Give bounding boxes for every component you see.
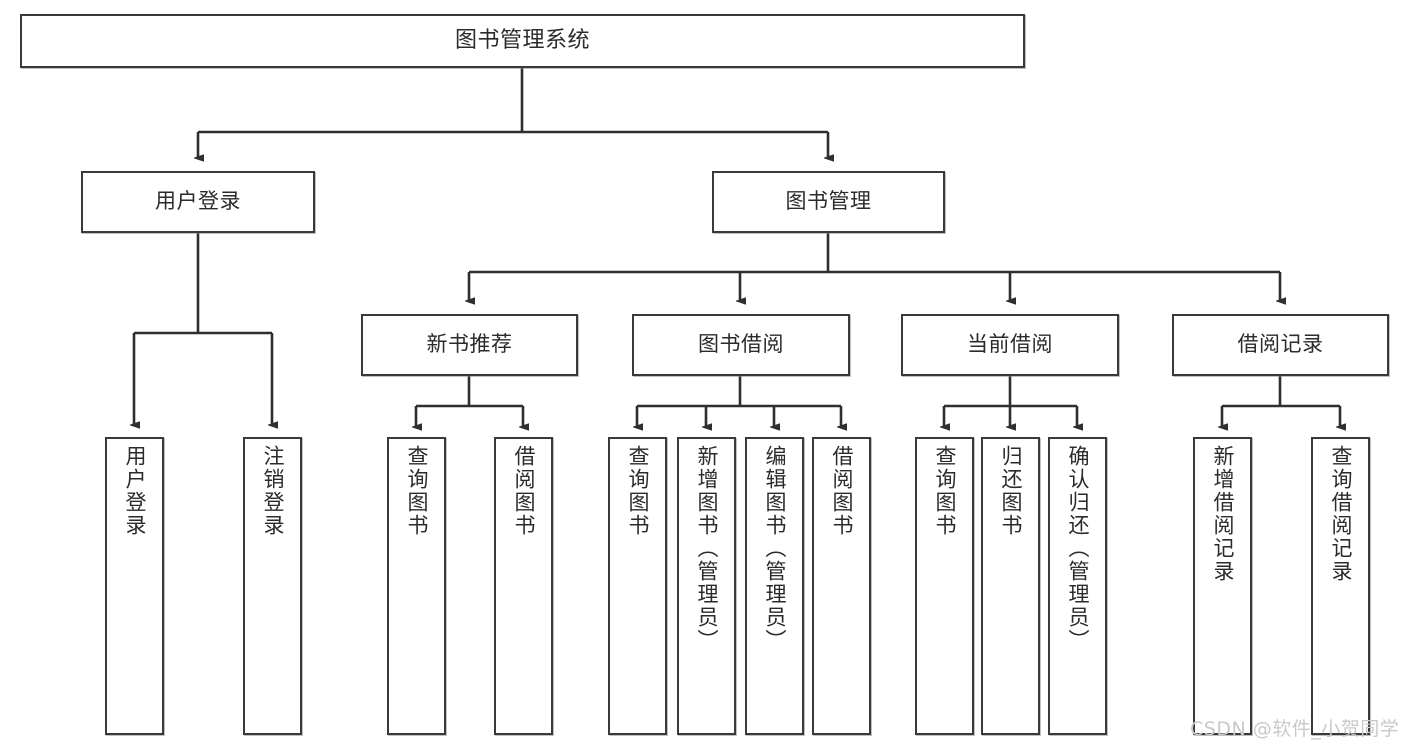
leaf-user-logout[interactable]: 注销登录 (243, 437, 302, 735)
node-book-management[interactable]: 图书管理 (712, 171, 945, 233)
leaf-query-record[interactable]: 查询借阅记录 (1311, 437, 1370, 735)
leaf-confirm-return-label: 确认归还（管理员） (1066, 445, 1091, 652)
leaf-edit-book-label: 编辑图书（管理员） (763, 445, 788, 652)
leaf-borrow-book-1[interactable]: 借阅图书 (494, 437, 553, 735)
leaf-add-book[interactable]: 新增图书（管理员） (677, 437, 736, 735)
node-current-borrow[interactable]: 当前借阅 (901, 314, 1119, 376)
node-user-login-label: 用户登录 (155, 189, 241, 214)
node-borrow-record[interactable]: 借阅记录 (1172, 314, 1389, 376)
node-user-login[interactable]: 用户登录 (81, 171, 315, 233)
leaf-return-book[interactable]: 归还图书 (981, 437, 1040, 735)
leaf-user-login[interactable]: 用户登录 (105, 437, 164, 735)
leaf-confirm-return[interactable]: 确认归还（管理员） (1048, 437, 1107, 735)
leaf-query-book-2-label: 查询图书 (626, 445, 651, 537)
leaf-edit-book[interactable]: 编辑图书（管理员） (745, 437, 804, 735)
node-root[interactable]: 图书管理系统 (20, 14, 1025, 68)
csdn-watermark: CSDN @软件_小贺同学 (1190, 718, 1400, 740)
node-new-book-recommend[interactable]: 新书推荐 (361, 314, 578, 376)
node-book-borrow-label: 图书借阅 (698, 332, 784, 357)
leaf-query-book-2[interactable]: 查询图书 (608, 437, 667, 735)
leaf-query-book-1[interactable]: 查询图书 (387, 437, 446, 735)
node-current-borrow-label: 当前借阅 (967, 332, 1053, 357)
leaf-borrow-book-1-label: 借阅图书 (512, 445, 537, 537)
leaf-add-record-label: 新增借阅记录 (1211, 445, 1236, 583)
leaf-query-book-3-label: 查询图书 (933, 445, 958, 537)
leaf-return-book-label: 归还图书 (999, 445, 1024, 537)
node-borrow-record-label: 借阅记录 (1237, 332, 1324, 357)
leaf-borrow-book-2-label: 借阅图书 (830, 445, 855, 537)
leaf-borrow-book-2[interactable]: 借阅图书 (812, 437, 871, 735)
node-book-management-label: 图书管理 (785, 189, 872, 214)
leaf-user-logout-label: 注销登录 (261, 445, 286, 537)
node-root-label: 图书管理系统 (454, 27, 590, 53)
leaf-query-book-3[interactable]: 查询图书 (915, 437, 974, 735)
leaf-add-book-label: 新增图书（管理员） (695, 445, 720, 652)
node-new-book-recommend-label: 新书推荐 (426, 332, 513, 357)
leaf-user-login-label: 用户登录 (123, 445, 148, 537)
leaf-query-record-label: 查询借阅记录 (1329, 445, 1354, 583)
leaf-add-record[interactable]: 新增借阅记录 (1193, 437, 1252, 735)
leaf-query-book-1-label: 查询图书 (405, 445, 430, 537)
node-book-borrow[interactable]: 图书借阅 (632, 314, 850, 376)
